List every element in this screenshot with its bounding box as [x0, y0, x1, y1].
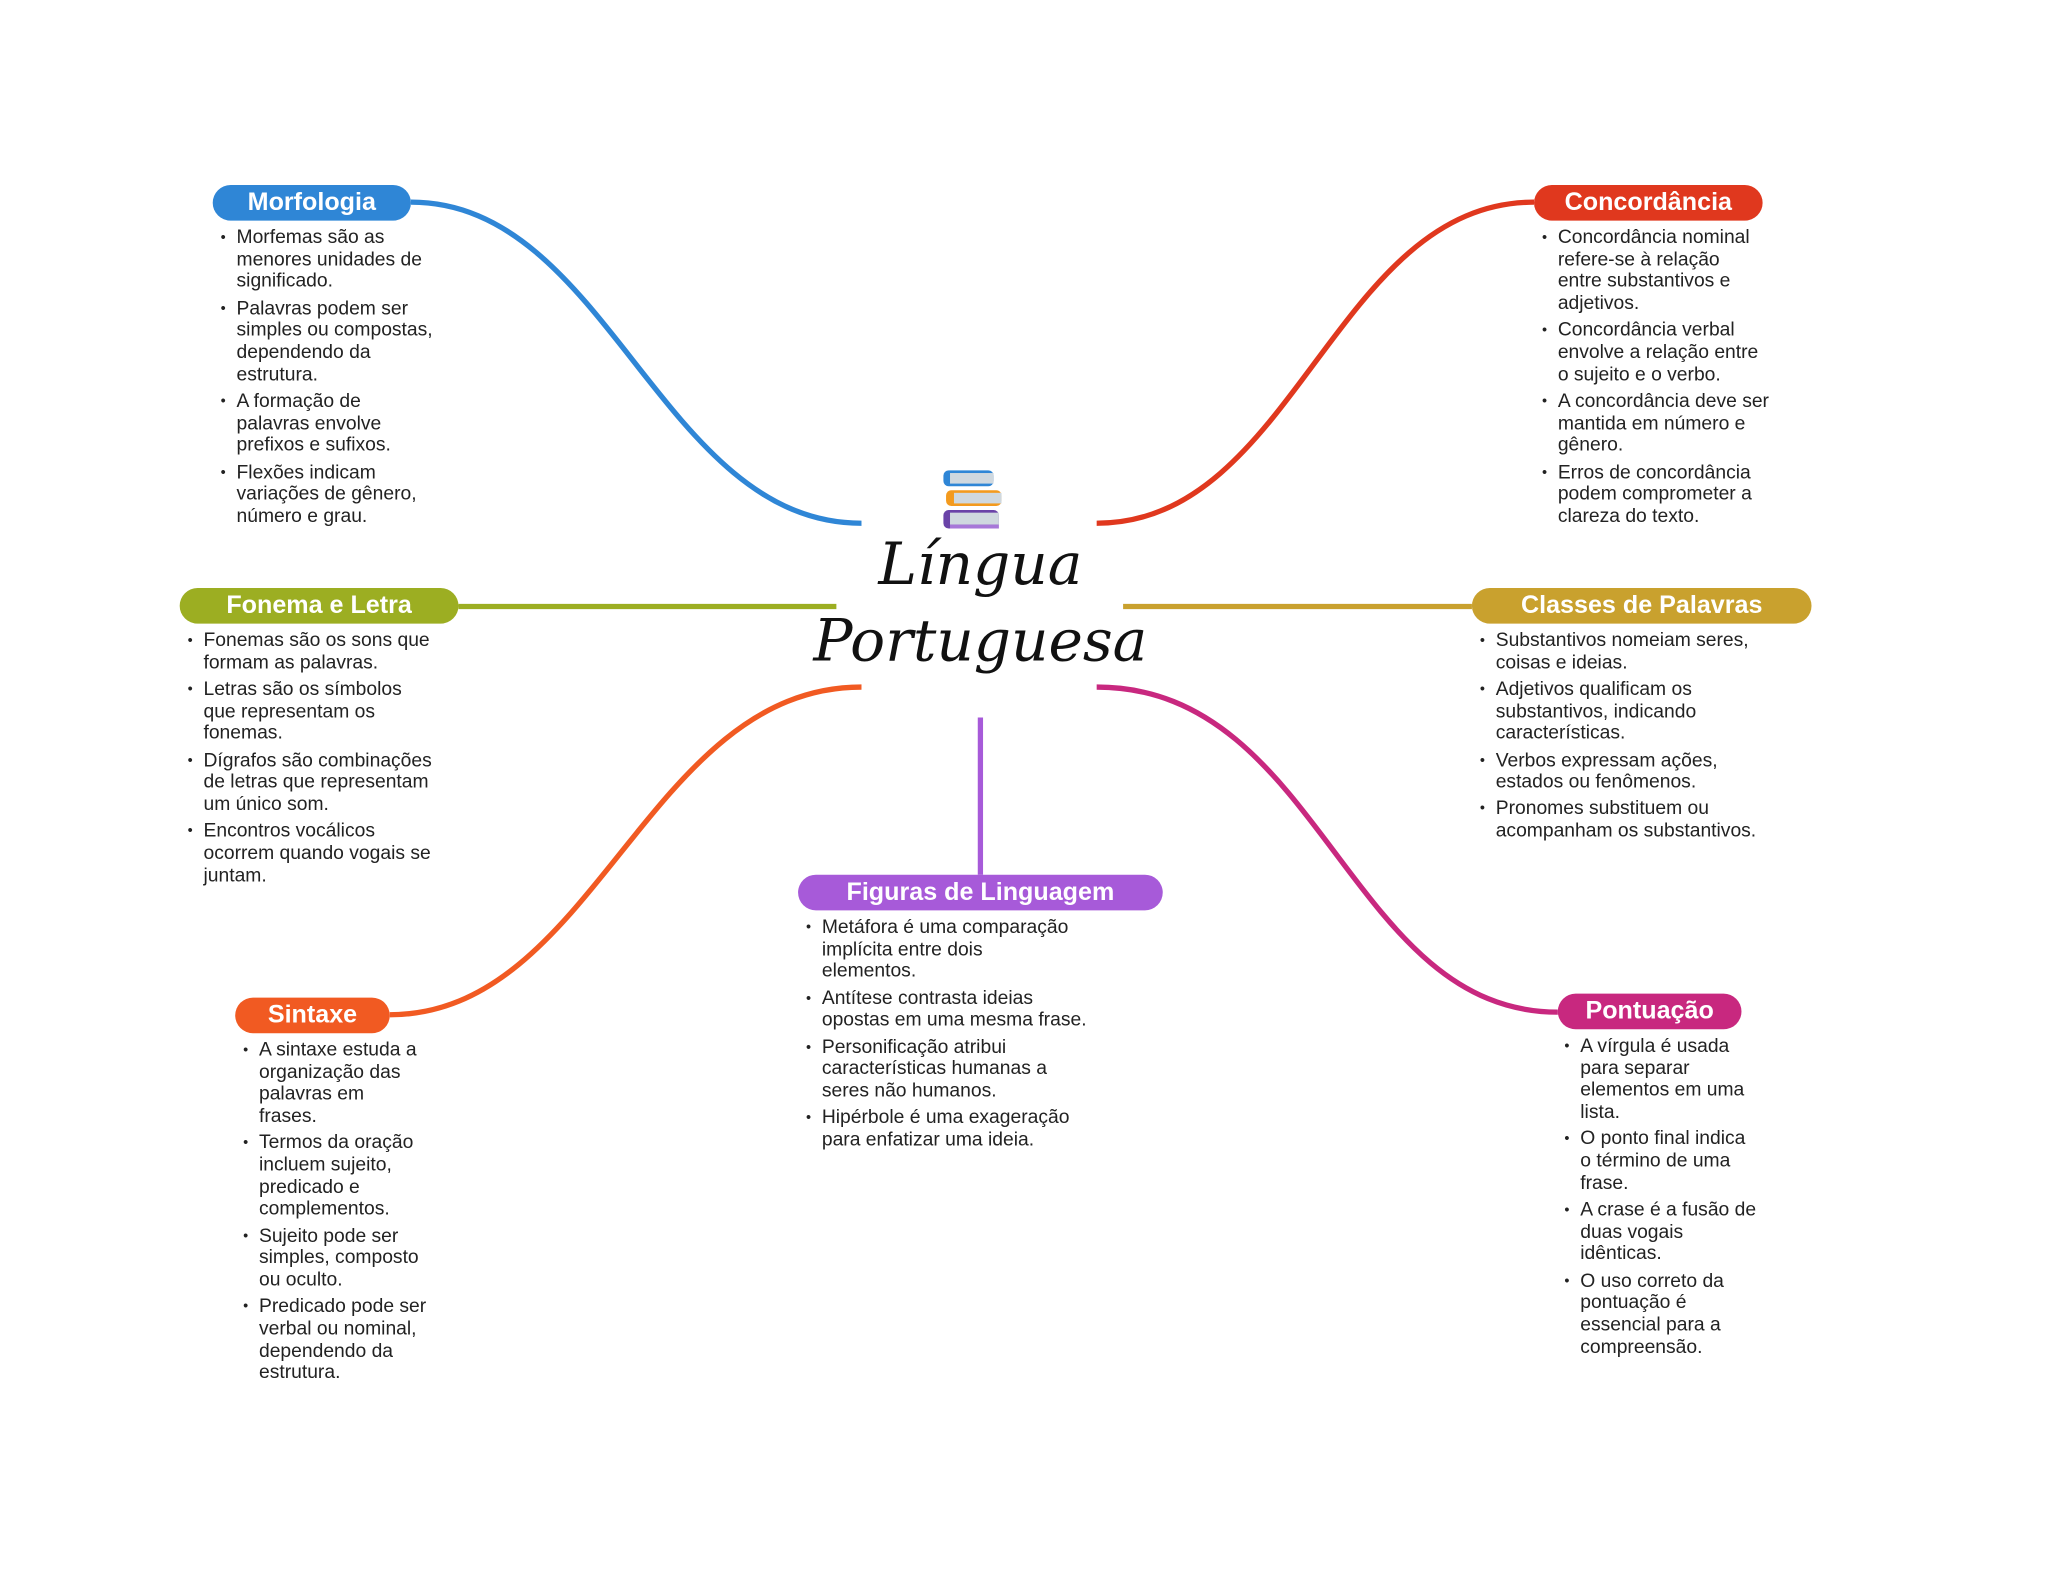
note-item: Fonemas são os sons que formam as palavr… [188, 630, 432, 674]
note-item: Encontros vocálicos ocorrem quando vogai… [188, 821, 432, 887]
note-item: Sujeito pode ser simples, composto ou oc… [243, 1226, 426, 1292]
figuras-notes: Metáfora é uma comparação implícita entr… [806, 917, 1087, 1156]
note-item: Concordância nominal refere-se à relação… [1542, 227, 1769, 315]
note-item: Palavras podem ser simples ou compostas,… [221, 298, 433, 386]
topic-pontuacao[interactable]: Pontuação [1557, 993, 1742, 1030]
topic-figuras-de-linguagem[interactable]: Figuras de Linguagem [798, 874, 1163, 911]
note-item: O uso correto da pontuação é essencial p… [1564, 1270, 1756, 1358]
note-item: Metáfora é uma comparação implícita entr… [806, 917, 1087, 983]
note-item: Dígrafos são combinações de letras que r… [188, 750, 432, 816]
morfologia-notes: Morfemas são as menores unidades de sign… [221, 227, 433, 532]
note-item: Hipérbole é uma exageração para enfatiza… [806, 1107, 1087, 1151]
connector-morfologia [410, 199, 862, 526]
central-title-line1: Língua [878, 531, 1083, 599]
note-item: A formação de palavras envolve prefixos … [221, 391, 433, 457]
note-item: Erros de concordância podem comprometer … [1542, 462, 1769, 528]
topic-sintaxe[interactable]: Sintaxe [235, 997, 390, 1034]
note-item: Flexões indicam variações de gênero, núm… [221, 462, 433, 528]
note-item: Morfemas são as menores unidades de sign… [221, 227, 433, 293]
connector-pontuacao [1096, 684, 1558, 1015]
pontuacao-notes: A vírgula é usada para separar elementos… [1564, 1036, 1756, 1363]
note-item: Termos da oração incluem sujeito, predic… [243, 1133, 426, 1221]
note-item: O ponto final indica o término de uma fr… [1564, 1129, 1756, 1195]
topic-morfologia[interactable]: Morfologia [212, 184, 411, 221]
sintaxe-notes: A sintaxe estuda a organização das palav… [243, 1040, 426, 1390]
note-item: A crase é a fusão de duas vogais idêntic… [1564, 1200, 1756, 1266]
note-item: Verbos expressam ações, estados ou fenôm… [1480, 750, 1756, 794]
note-item: A vírgula é usada para separar elementos… [1564, 1036, 1756, 1124]
note-item: Antítese contrasta ideias opostas em uma… [806, 988, 1087, 1032]
note-item: Substantivos nomeiam seres, coisas e ide… [1480, 630, 1756, 674]
concordancia-notes: Concordância nominal refere-se à relação… [1542, 227, 1769, 532]
books-icon [943, 470, 1002, 529]
central-title-line2: Portuguesa [813, 607, 1148, 676]
note-item: A concordância deve ser mantida em númer… [1542, 391, 1769, 457]
topic-fonema-e-letra[interactable]: Fonema e Letra [179, 587, 459, 624]
note-item: Predicado pode ser verbal ou nominal, de… [243, 1297, 426, 1385]
connector-concordancia [1096, 199, 1535, 526]
connector-sintaxe [389, 684, 862, 1018]
topic-concordancia[interactable]: Concordância [1534, 184, 1763, 221]
note-item: Personificação atribui características h… [806, 1037, 1087, 1103]
note-item: A sintaxe estuda a organização das palav… [243, 1040, 426, 1128]
note-item: Pronomes substituem ou acompanham os sub… [1480, 799, 1756, 843]
classes-notes: Substantivos nomeiam seres, coisas e ide… [1480, 630, 1756, 847]
note-item: Concordância verbal envolve a relação en… [1542, 320, 1769, 386]
note-item: Letras são os símbolos que representam o… [188, 679, 432, 745]
topic-classes-de-palavras[interactable]: Classes de Palavras [1471, 587, 1812, 624]
note-item: Adjetivos qualificam os substantivos, in… [1480, 679, 1756, 745]
fonema-notes: Fonemas são os sons que formam as palavr… [188, 630, 432, 891]
